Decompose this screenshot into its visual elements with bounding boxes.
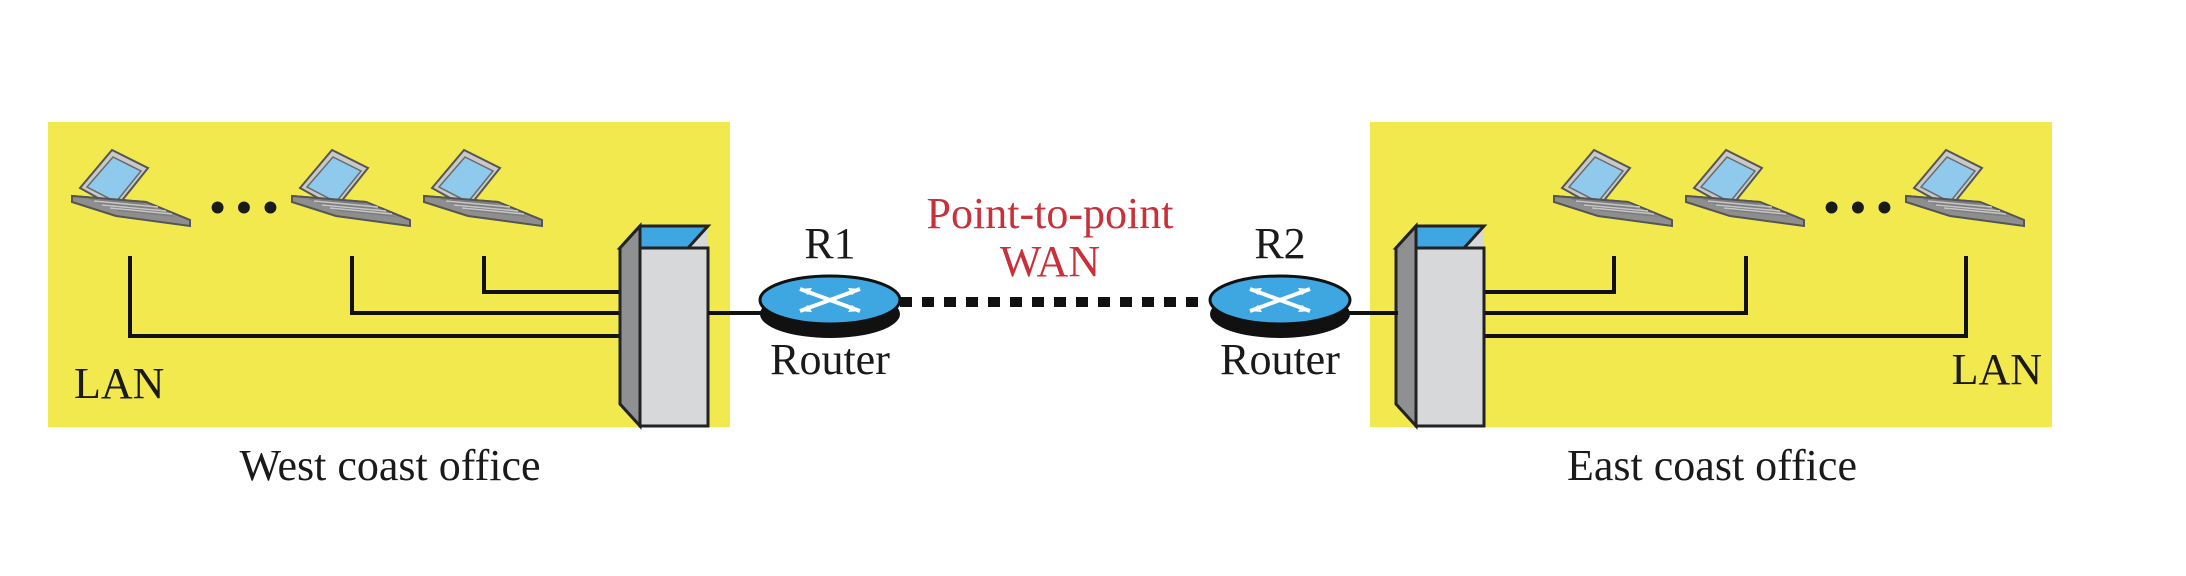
east-switch-icon	[1394, 224, 1486, 428]
east-wire-1	[1483, 256, 1616, 294]
east-office: • • • LAN	[1370, 122, 2052, 428]
west-office: • • • LAN	[48, 122, 730, 428]
west-wire-3	[482, 256, 622, 294]
west-lan-label: LAN	[74, 359, 164, 408]
east-lan-label: LAN	[1952, 345, 2042, 394]
west-office-caption: West coast office	[239, 441, 540, 490]
router-r2-label: Router	[1220, 335, 1340, 384]
router-r1-label: Router	[770, 335, 890, 384]
wan-label-line2: WAN	[1000, 237, 1100, 286]
east-office-caption: East coast office	[1567, 441, 1857, 490]
router-r2: R2 Router	[1208, 219, 1352, 384]
west-wire-2	[350, 256, 622, 315]
west-ellipsis: • • •	[210, 183, 278, 232]
east-wire-2	[1483, 256, 1748, 315]
router-icon	[1208, 274, 1352, 340]
router-r2-name: R2	[1254, 219, 1305, 268]
east-ellipsis: • • •	[1824, 183, 1892, 232]
west-switch-icon	[618, 224, 710, 428]
router-icon	[758, 274, 902, 340]
router-r1: R1 Router	[758, 219, 902, 384]
wan-label-line1: Point-to-point	[927, 189, 1174, 238]
west-lan-area	[48, 122, 730, 427]
east-wire-3	[1483, 256, 1968, 338]
west-wire-1	[128, 256, 622, 338]
router-r1-name: R1	[804, 219, 855, 268]
